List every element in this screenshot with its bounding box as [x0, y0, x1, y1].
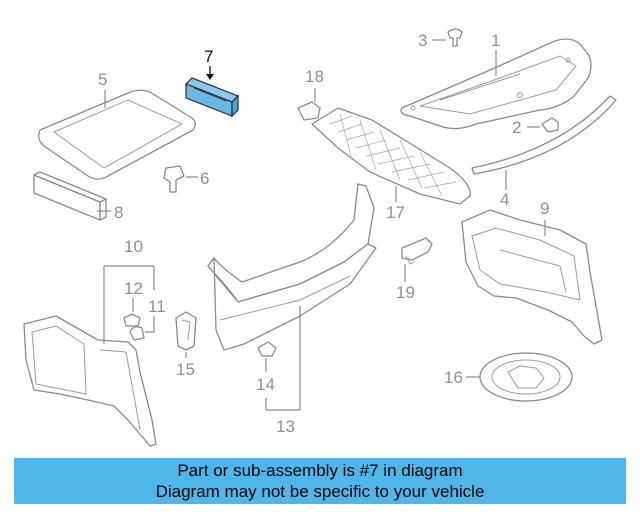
banner-line-disclaimer: Diagram may not be specific to your vehi…: [155, 482, 485, 501]
callout-6[interactable]: 6: [200, 169, 209, 188]
callout-17[interactable]: 17: [386, 203, 405, 222]
callout-8[interactable]: 8: [114, 203, 123, 222]
part-4-weatherstrip[interactable]: [471, 95, 617, 175]
part-2-clip[interactable]: [541, 117, 559, 133]
leader-11: [145, 316, 155, 333]
callout-18[interactable]: 18: [305, 67, 324, 86]
part-3-push-pin[interactable]: [447, 28, 463, 47]
part-14-clip[interactable]: [257, 341, 277, 357]
info-banner: Part or sub-assembly is #7 in diagram Di…: [14, 458, 626, 504]
callout-12[interactable]: 12: [124, 279, 143, 298]
callout-2[interactable]: 2: [512, 118, 521, 137]
part-18-clip[interactable]: [297, 101, 321, 121]
callout-19[interactable]: 19: [396, 283, 415, 302]
part-5-floor-mat[interactable]: [38, 89, 196, 180]
part-8-foam-block[interactable]: [33, 171, 107, 221]
part-19-bracket[interactable]: [401, 237, 433, 265]
part-11-clip[interactable]: [129, 326, 145, 341]
banner-line-part: Part or sub-assembly is #7 in diagram: [177, 461, 463, 480]
parts-diagram: 5 8 7 6 3 1 2: [23, 28, 617, 447]
leader-10: [103, 265, 155, 344]
part-9-side-panel-right[interactable]: [461, 209, 603, 345]
leader-7-arrow: [206, 74, 214, 80]
part-13-sill-plate[interactable]: [207, 183, 377, 351]
part-17-rear-trim[interactable]: [311, 107, 471, 205]
leader-13: [265, 306, 301, 411]
part-16-wheel-ring[interactable]: [479, 352, 573, 402]
part-6-clip[interactable]: [163, 165, 185, 193]
callout-9[interactable]: 9: [540, 199, 549, 218]
callout-10[interactable]: 10: [124, 237, 143, 256]
part-1-package-shelf[interactable]: [400, 38, 592, 130]
callout-14[interactable]: 14: [256, 375, 275, 394]
callout-11[interactable]: 11: [148, 297, 166, 316]
callout-5[interactable]: 5: [98, 70, 107, 89]
callout-16[interactable]: 16: [444, 368, 463, 387]
callout-4[interactable]: 4: [500, 190, 509, 209]
part-10-side-panel-left[interactable]: [23, 315, 157, 447]
callout-13[interactable]: 13: [276, 417, 295, 436]
callout-15[interactable]: 15: [176, 360, 195, 379]
part-7-highlighted[interactable]: [184, 77, 240, 118]
callout-7[interactable]: 7: [204, 47, 213, 66]
part-15-trim-piece[interactable]: [175, 311, 197, 351]
callout-1[interactable]: 1: [491, 31, 500, 50]
part-12-clip[interactable]: [123, 313, 141, 327]
callout-3[interactable]: 3: [418, 31, 427, 50]
